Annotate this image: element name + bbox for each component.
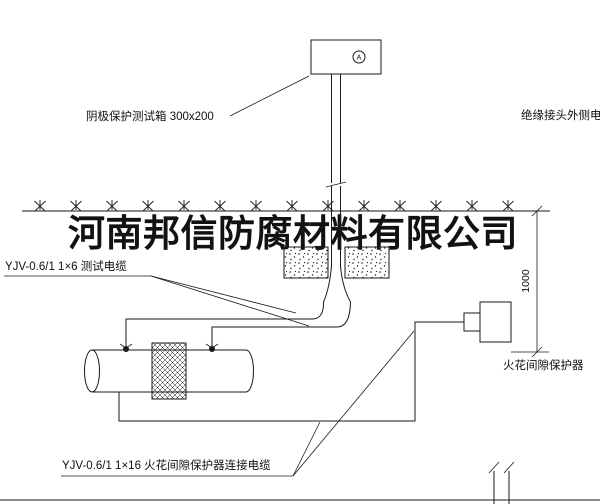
test-cable-label-group: YJV-0.6/1 1×6 测试电缆 [4, 260, 310, 327]
meter-circle-icon [352, 50, 366, 64]
spark-gap-protector [463, 301, 512, 343]
spark-cable-label-group: YJV-0.6/1 1×16 火花间隙保护器连接电缆 [61, 330, 415, 477]
riser-pipe-symbol [488, 461, 515, 504]
concrete-foundation-right [344, 246, 390, 279]
insulated-joint-cable-label: 绝缘接头外侧电缆 [521, 108, 600, 122]
spark-gap-cable-label: YJV-0.6/1 1×16 火花间隙保护器连接电缆 [62, 458, 271, 472]
test-box-label: 阴极保护测试箱 300x200 [86, 109, 214, 123]
spark-gap-cable [118, 321, 464, 422]
meter-symbol: A [357, 55, 362, 62]
dimension-1000: 1000 [511, 205, 549, 358]
cad-weld-right [205, 343, 219, 352]
test-box [310, 39, 382, 75]
casing-sleeve [151, 342, 187, 400]
test-cable-2 [211, 301, 351, 347]
test-box-leader [229, 75, 310, 117]
concrete-foundation-left [283, 246, 329, 279]
spark-gap-protector-label: 火花间隙保护器 [503, 358, 584, 372]
cad-weld-left [119, 343, 133, 352]
break-symbol [325, 181, 347, 188]
dimension-text: 1000 [520, 269, 532, 293]
test-cable-label: YJV-0.6/1 1×6 测试电缆 [5, 260, 127, 273]
grass-ground-symbols [34, 199, 514, 212]
test-cable-1 [125, 301, 325, 347]
test-post [323, 74, 351, 303]
